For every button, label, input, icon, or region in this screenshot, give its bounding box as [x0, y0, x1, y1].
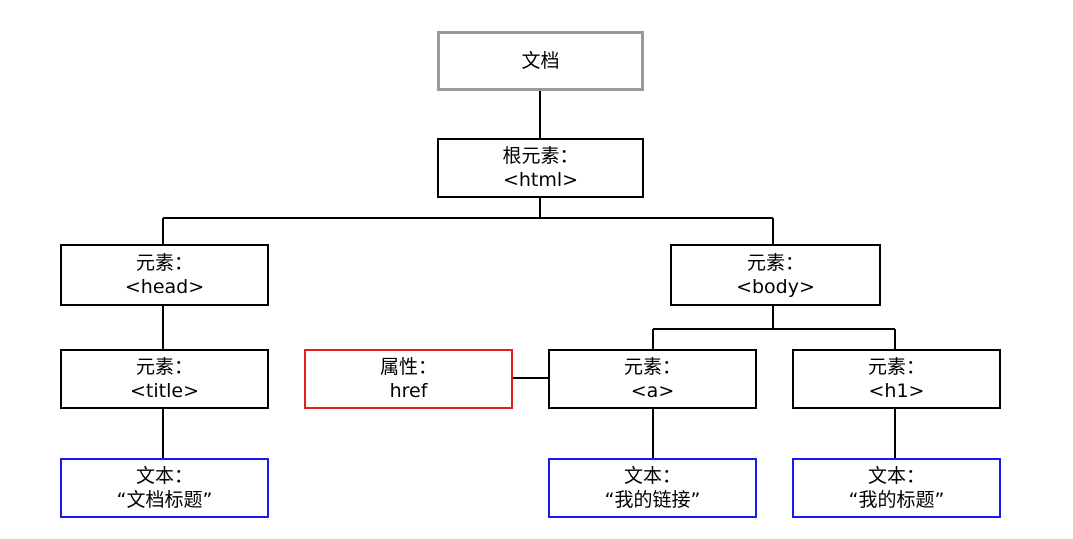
- a-element-tag: <a>: [630, 380, 675, 402]
- body-element-tag: <body>: [736, 276, 815, 298]
- root-element-label: 根元素：: [502, 145, 579, 167]
- link-text-label: 文本：: [623, 465, 681, 487]
- a-element-node: 元素： <a>: [548, 349, 757, 409]
- body-element-label: 元素：: [746, 252, 804, 274]
- title-element-tag: <title>: [130, 380, 199, 402]
- title-text-value: “文档标题”: [116, 489, 213, 511]
- a-element-label: 元素：: [623, 356, 681, 378]
- href-attribute-label: 属性：: [379, 356, 437, 378]
- href-attribute-node: 属性： href: [304, 349, 513, 409]
- h1-text-label: 文本：: [867, 465, 925, 487]
- head-element-node: 元素： <head>: [60, 244, 269, 306]
- h1-text-value: “我的标题”: [848, 489, 945, 511]
- head-element-tag: <head>: [124, 276, 205, 298]
- document-node: 文档: [437, 31, 644, 91]
- head-element-label: 元素：: [135, 252, 193, 274]
- root-element-tag: <html>: [502, 169, 579, 191]
- h1-element-node: 元素： <h1>: [792, 349, 1001, 409]
- title-element-node: 元素： <title>: [60, 349, 269, 409]
- root-element-node: 根元素： <html>: [437, 138, 644, 198]
- h1-element-tag: <h1>: [868, 380, 925, 402]
- link-text-node: 文本： “我的链接”: [548, 458, 757, 518]
- href-attribute-name: href: [389, 380, 428, 402]
- h1-text-node: 文本： “我的标题”: [792, 458, 1001, 518]
- link-text-value: “我的链接”: [604, 489, 701, 511]
- title-element-label: 元素：: [135, 356, 193, 378]
- title-text-label: 文本：: [135, 465, 193, 487]
- body-element-node: 元素： <body>: [670, 244, 881, 306]
- h1-element-label: 元素：: [867, 356, 925, 378]
- title-text-node: 文本： “文档标题”: [60, 458, 269, 518]
- document-node-label: 文档: [521, 50, 560, 72]
